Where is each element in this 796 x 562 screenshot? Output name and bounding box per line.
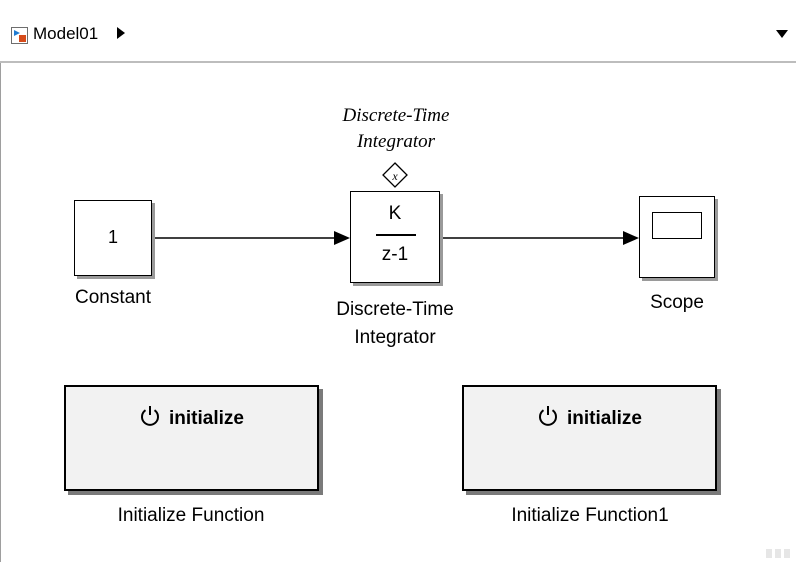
state-port-diamond: x <box>382 162 408 188</box>
discrete-time-integrator-block[interactable]: K z-1 <box>350 191 440 283</box>
integrator-state-name-line: Integrator <box>356 131 436 152</box>
scope-block[interactable] <box>639 196 715 278</box>
discrete-time-integrator-label[interactable]: Discrete-Time Integrator <box>336 299 454 348</box>
power-icon <box>539 406 557 426</box>
initialize-function-label[interactable]: Initialize Function <box>117 505 265 526</box>
initialize-function-block[interactable]: initialize <box>64 385 319 491</box>
initialize-function1-content: initialize <box>464 405 715 430</box>
signal-arrowhead <box>334 231 350 245</box>
triangle-right-icon[interactable] <box>116 26 126 40</box>
power-icon <box>141 406 159 426</box>
constant-block-label[interactable]: Constant <box>74 287 152 308</box>
scope-block-label[interactable]: Scope <box>650 292 704 313</box>
constant-value: 1 <box>107 227 118 247</box>
integrator-numerator: K <box>388 203 402 224</box>
signal-arrowhead <box>623 231 639 245</box>
resize-grip-icon[interactable] <box>764 547 794 559</box>
scope-screen-icon <box>652 212 702 239</box>
integrator-state-name-line: Discrete-Time <box>342 105 450 126</box>
initialize-function1-block[interactable]: initialize <box>462 385 717 491</box>
triangle-down-icon[interactable] <box>776 30 788 38</box>
initialize-text: initialize <box>567 408 642 429</box>
initialize-function-content: initialize <box>66 405 317 430</box>
breadcrumb-bar: Model01 <box>0 0 796 63</box>
fraction-bar <box>376 234 416 236</box>
initialize-function1-label[interactable]: Initialize Function1 <box>511 505 669 526</box>
canvas-left-border <box>0 63 1 562</box>
integrator-denominator: z-1 <box>381 244 409 265</box>
constant-block[interactable]: 1 <box>74 200 152 276</box>
state-port-symbol: x <box>391 169 398 183</box>
simulink-model-icon[interactable] <box>11 27 28 44</box>
breadcrumb-model-name[interactable]: Model01 <box>33 24 99 43</box>
initialize-text: initialize <box>169 408 244 429</box>
